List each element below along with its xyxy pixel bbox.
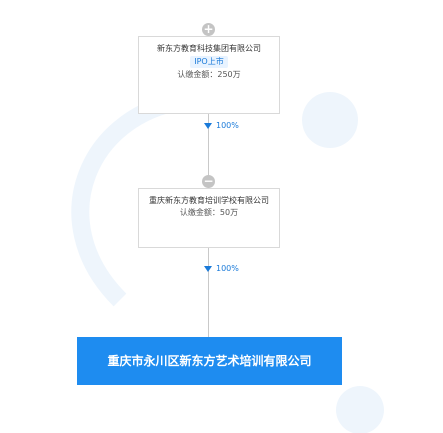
holding-percent-1: 100%	[204, 121, 239, 132]
shareholder-node-top[interactable]: 新东方教育科技集团有限公司 IPO上市 认缴金额：250万	[138, 36, 280, 114]
holding-percent-2: 100%	[204, 264, 239, 275]
ipo-badge: IPO上市	[190, 56, 228, 68]
connector-line-bottom	[208, 188, 209, 337]
down-arrow-icon	[204, 123, 212, 129]
subscribed-capital: 认缴金额：250万	[177, 70, 241, 79]
shareholder-node-middle[interactable]: 重庆新东方教育培训学校有限公司 认缴金额：50万	[138, 188, 280, 248]
shareholder-name[interactable]: 重庆新东方教育培训学校有限公司	[149, 196, 269, 205]
shareholder-name[interactable]: 新东方教育科技集团有限公司	[157, 44, 261, 53]
subscribed-capital: 认缴金额：50万	[179, 208, 239, 217]
collapse-toggle-icon[interactable]: −	[202, 174, 215, 188]
expand-toggle-icon[interactable]: +	[202, 22, 215, 36]
target-company-node[interactable]: 重庆市永川区新东方艺术培训有限公司	[77, 337, 342, 385]
down-arrow-icon	[204, 266, 212, 272]
